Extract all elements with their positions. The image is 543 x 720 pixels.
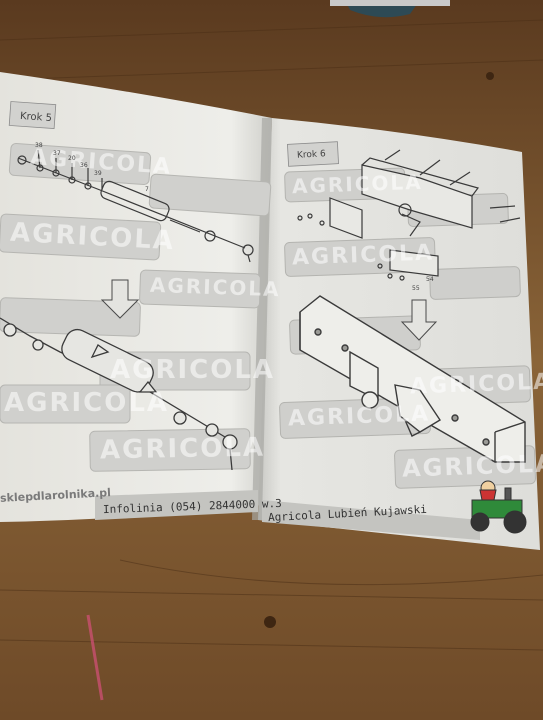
watermark-text: AGRICOLA <box>99 432 266 466</box>
part-number: 37 <box>53 150 61 157</box>
watermark-text: AGRICOLA <box>291 240 435 271</box>
part-number: 20 <box>68 155 76 162</box>
part-number: 39 <box>94 170 102 177</box>
part-number: 36 <box>80 162 88 169</box>
step-label: Krok 5 <box>19 110 53 125</box>
part-number: 7 <box>145 186 149 193</box>
watermark-text: AGRICOLA <box>149 272 282 302</box>
part-number: 55 <box>412 285 420 292</box>
watermark-text: AGRICOLA <box>291 169 424 199</box>
watermark-text: AGRICOLA <box>287 401 431 432</box>
watermark-text: AGRICOLA <box>401 449 543 483</box>
step-label: Krok 6 <box>296 149 326 161</box>
watermark-text: AGRICOLA <box>110 355 276 385</box>
part-number: 38 <box>35 142 43 149</box>
watermark-text: AGRICOLA <box>4 388 170 418</box>
part-number: 54 <box>426 276 434 283</box>
tractor-mascot <box>470 480 527 534</box>
watermark-text: AGRICOLA <box>409 369 543 400</box>
